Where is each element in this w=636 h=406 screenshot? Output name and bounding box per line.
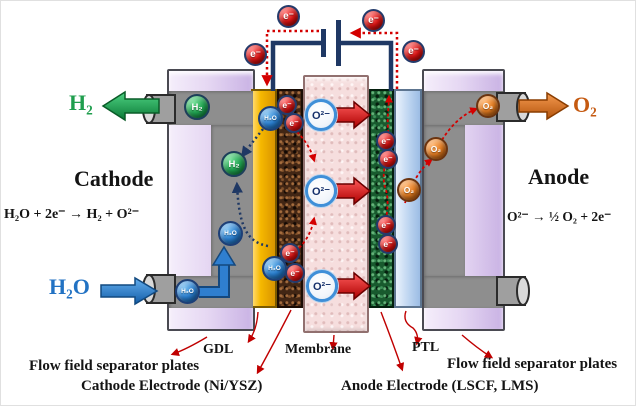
flow-plates-left-label: Flow field separator plates: [29, 358, 200, 374]
electron-bubble: e⁻: [285, 263, 305, 283]
ptl-label: PTL: [412, 340, 440, 355]
left-channel-top: [169, 91, 253, 125]
oxygen-path-lower: [404, 158, 433, 204]
pointer-flow-right: [461, 334, 494, 359]
power-circuit: [270, 20, 394, 91]
oxygen-bubble: O₂: [424, 137, 448, 161]
oxide-ion: O²⁻: [305, 99, 337, 131]
electron-bubble: e⁻: [376, 215, 396, 235]
water-bubble: H₂O: [258, 106, 283, 131]
pointer-cathode-electrode: [256, 309, 292, 375]
electron-bubble: e⁻: [402, 40, 425, 63]
hydrogen-path-bottom: [231, 181, 269, 248]
hydrogen-path-top: [241, 128, 264, 158]
cathode-title: Cathode: [74, 166, 154, 191]
electron-bubble: e⁻: [362, 9, 385, 32]
ion-squiggle-bottom: [298, 216, 317, 249]
oxide-arrow-bottom: [335, 271, 372, 301]
electron-bubble: e⁻: [378, 149, 398, 169]
ion-squiggle-top: [292, 127, 317, 163]
right-bottom-pipe: [496, 276, 530, 306]
pointer-ptl: [404, 310, 423, 346]
channel-flow-arrow: [199, 245, 237, 298]
electron-bubble: e⁻: [376, 131, 396, 151]
electron-bubble: e⁻: [284, 113, 304, 133]
water-bubble: H₂O: [175, 279, 200, 304]
electron-bubble: e⁻: [378, 234, 398, 254]
cathode-electrode-label: Cathode Electrode (Ni/YSZ): [81, 378, 263, 394]
water-bubble: H₂O: [262, 256, 287, 281]
water-in-arrow: [100, 276, 159, 306]
anode-title: Anode: [528, 164, 590, 189]
oxide-arrow-top: [335, 100, 372, 130]
pointer-anode-electrode: [380, 311, 405, 372]
oxide-ion: O²⁻: [306, 270, 338, 302]
oxygen-bubble: O₂: [397, 178, 421, 202]
oxide-arrow-middle: [335, 176, 372, 206]
water-bubble: H₂O: [218, 221, 243, 246]
pointer-membrane: [329, 334, 338, 351]
oxygen-out-arrow: [518, 91, 570, 121]
hydrogen-out-label: H₂: [69, 90, 93, 115]
cathode-equation: H₂O + 2e⁻ → H₂ + O²⁻: [4, 207, 140, 222]
membrane-label: Membrane: [285, 342, 352, 357]
pointer-flow-left: [170, 336, 208, 356]
hydrogen-bubble: H₂: [184, 94, 210, 120]
water-in-label: H₂O: [49, 274, 90, 299]
electron-bubble: e⁻: [244, 43, 267, 66]
pointer-gdl: [247, 311, 259, 344]
electron-path-right: [349, 27, 399, 89]
hydrogen-bubble: H₂: [221, 151, 247, 177]
electron-path-left: [261, 29, 319, 87]
oxygen-bubble: O₂: [476, 94, 500, 118]
right-channel-bottom: [424, 276, 503, 308]
oxygen-out-label: O₂: [573, 92, 597, 117]
gdl-label: GDL: [203, 342, 234, 357]
hydrogen-out-arrow: [101, 90, 160, 122]
electron-bubble: e⁻: [277, 5, 300, 28]
anode-electrode-label: Anode Electrode (LSCF, LMS): [341, 378, 539, 394]
flow-plates-right-label: Flow field separator plates: [447, 356, 618, 372]
electron-bubble: e⁻: [280, 243, 300, 263]
oxide-ion: O²⁻: [305, 175, 337, 207]
battery-long-bar: [336, 20, 341, 66]
electron-bubble: e⁻: [277, 95, 297, 115]
oxygen-path-upper: [441, 107, 479, 141]
battery-short-bar: [321, 29, 326, 57]
anode-equation: O²⁻ → ½ O₂ + 2e⁻: [507, 209, 612, 224]
